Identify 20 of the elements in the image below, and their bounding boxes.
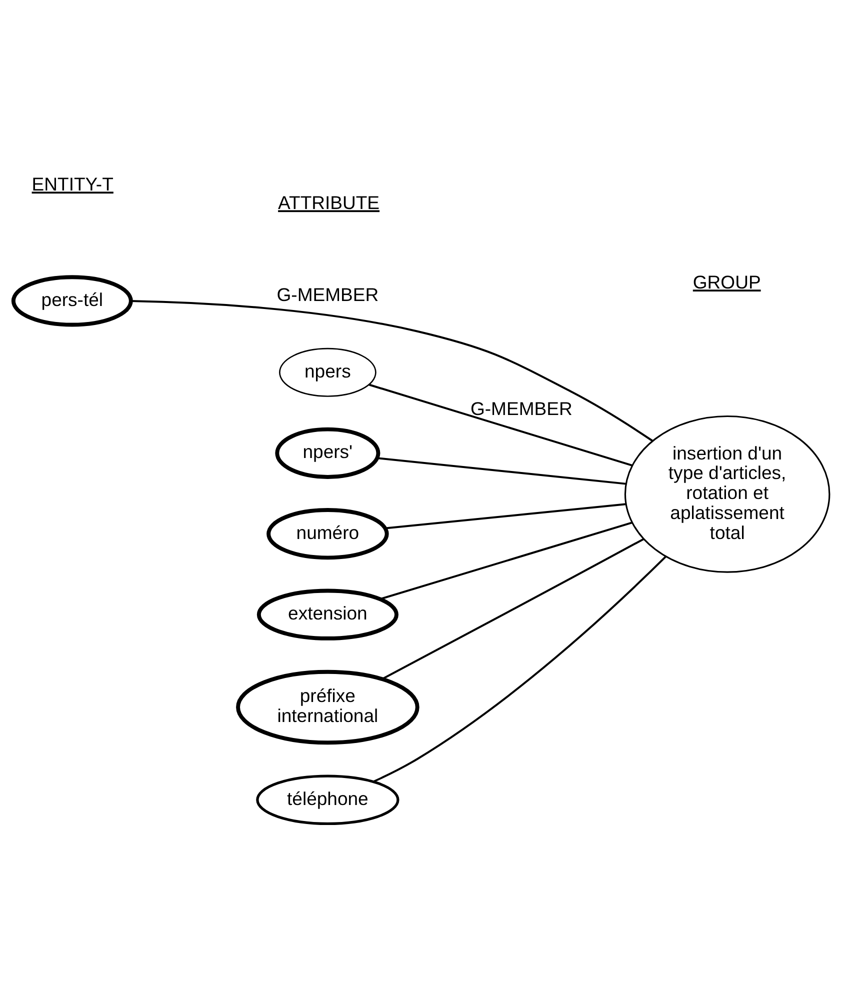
node-ellipse: téléphone — [256, 774, 400, 826]
connector — [385, 503, 626, 530]
edge-label: G-MEMBER — [276, 284, 379, 306]
node-ellipse: pers-tél — [11, 275, 133, 327]
label: ATTRIBUTE — [278, 192, 380, 214]
node-ellipse: numéro — [266, 508, 389, 560]
connector — [130, 300, 654, 442]
label: GROUP — [692, 272, 761, 293]
connector — [368, 384, 632, 466]
node-ellipse: préfixe international — [236, 670, 420, 745]
edge-label: G-MEMBER — [470, 398, 572, 420]
connector — [373, 556, 666, 782]
connector — [380, 522, 633, 600]
connector — [382, 538, 644, 680]
node-ellipse: insertion d'un type d'articles, rotation et aplatissement total — [624, 415, 830, 573]
node-ellipse: npers — [279, 348, 376, 397]
label: ENTITY-T — [32, 174, 114, 195]
connector — [378, 457, 626, 485]
node-ellipse: extension — [256, 588, 398, 640]
node-ellipse: npers' — [275, 427, 380, 479]
